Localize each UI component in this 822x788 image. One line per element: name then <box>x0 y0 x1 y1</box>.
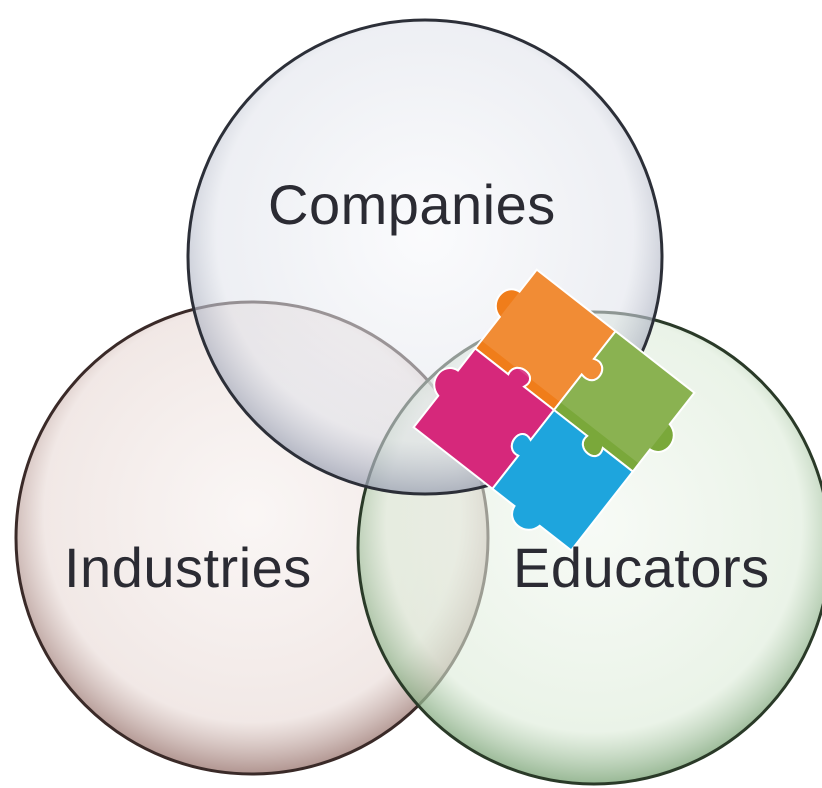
puzzle-piece-blue <box>491 408 635 552</box>
puzzle-highlight <box>481 269 695 464</box>
puzzle-icon <box>412 268 696 552</box>
